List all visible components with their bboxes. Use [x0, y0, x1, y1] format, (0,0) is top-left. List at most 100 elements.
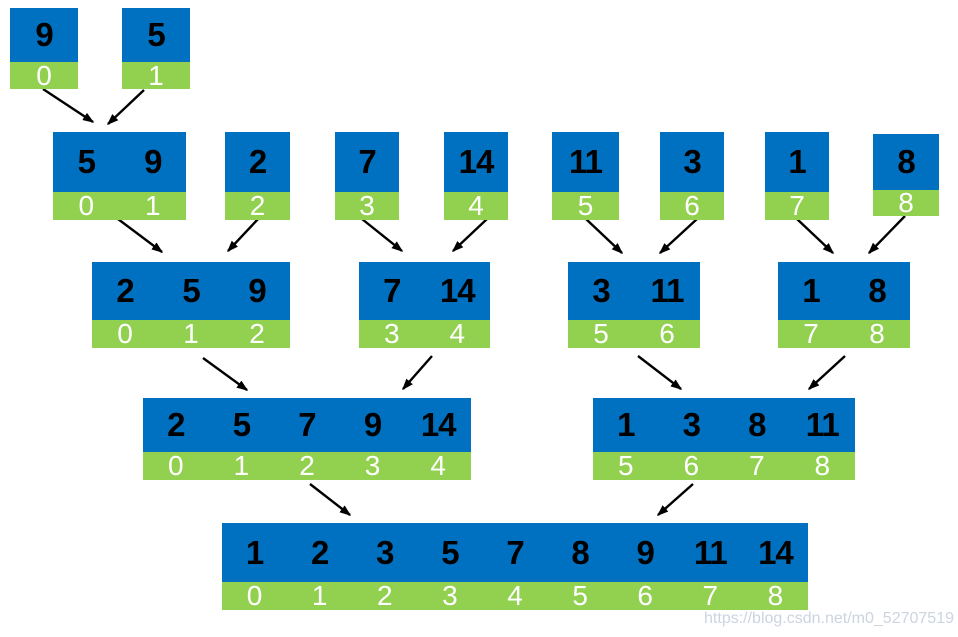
- array-index-cell: 6: [684, 190, 700, 221]
- array-index-cell: 7: [702, 580, 719, 611]
- array-value-cell: 3: [682, 406, 701, 443]
- index-strip: 0: [10, 59, 78, 91]
- array-index-cell: 1: [311, 580, 328, 611]
- array-value-cell: 3: [683, 143, 701, 180]
- array-index-cell: 7: [803, 318, 819, 349]
- array-value-cell: 9: [144, 143, 162, 180]
- index-strip: 2: [225, 190, 290, 221]
- array-value-cell: 5: [441, 533, 459, 571]
- array-index-cell: 8: [898, 187, 914, 218]
- index-strip: 4: [444, 190, 508, 221]
- merge-arrow-9: [867, 215, 906, 255]
- array-value-cell: 2: [310, 533, 329, 571]
- array-value-cell: 2: [167, 406, 185, 443]
- value-strip: 2: [225, 132, 290, 192]
- index-strip: 0 1 2: [92, 318, 290, 349]
- array-index-cell: 3: [359, 190, 375, 221]
- array-index-cell: 1: [144, 190, 161, 221]
- array-index-cell: 4: [430, 450, 446, 481]
- array-index-cell: 5: [577, 190, 594, 221]
- value-strip: 9: [10, 8, 78, 62]
- index-strip: 5: [552, 190, 619, 221]
- array-index-cell: 0: [246, 580, 263, 611]
- array-value-cell: 3: [376, 533, 394, 571]
- array-index-cell: 6: [683, 450, 700, 481]
- array-value-cell: 14: [458, 143, 495, 180]
- merge-arrow-3: [227, 218, 259, 253]
- array-value-cell: 3: [592, 272, 610, 309]
- array-index-cell: 5: [617, 450, 634, 481]
- array-index-cell: 2: [376, 580, 393, 611]
- array-value-cell: 14: [439, 272, 476, 309]
- value-strip: 14: [444, 132, 508, 192]
- value-strip: 1: [765, 132, 829, 192]
- array-index-cell: 2: [299, 450, 315, 481]
- index-strip: 8: [873, 187, 939, 218]
- array-value-cell: 7: [506, 533, 524, 571]
- array-value-cell: 11: [693, 533, 728, 571]
- merge-arrow-0: [42, 87, 95, 124]
- array-value-cell: 5: [77, 143, 96, 180]
- array-index-cell: 1: [148, 59, 164, 91]
- merge-arrow-7: [658, 218, 698, 254]
- array-index-cell: 1: [183, 318, 199, 349]
- array-value-cell: 7: [298, 406, 316, 443]
- array-index-cell: 7: [789, 190, 805, 221]
- merge-arrow-1: [106, 89, 145, 125]
- array-index-cell: 3: [364, 450, 381, 481]
- array-value-cell: 11: [569, 143, 603, 180]
- array-index-cell: 8: [869, 318, 885, 349]
- array-value-cell: 5: [147, 16, 165, 53]
- value-strip: 8: [873, 134, 939, 190]
- array-index-cell: 0: [117, 318, 133, 349]
- array-value-cell: 7: [358, 143, 376, 180]
- array-value-cell: 14: [420, 406, 457, 443]
- merge-arrow-13: [807, 355, 846, 390]
- array-index-cell: 6: [637, 580, 653, 611]
- index-strip: 7: [765, 190, 829, 221]
- array-index-cell: 2: [249, 190, 266, 221]
- array-value-cell: 8: [897, 143, 915, 180]
- array-value-cell: 5: [232, 406, 251, 443]
- watermark-text: https://blog.csdn.net/m0_52707519: [704, 610, 954, 627]
- array-value-cell: 7: [383, 272, 401, 309]
- array-value-cell: 2: [116, 272, 134, 309]
- value-strip: 5: [122, 8, 190, 62]
- array-index-cell: 0: [78, 190, 95, 221]
- array-value-cell: 5: [182, 272, 200, 309]
- array-index-cell: 0: [36, 59, 52, 91]
- array-index-cell: 6: [659, 318, 675, 349]
- merge-arrow-11: [402, 355, 433, 391]
- index-strip: 6: [660, 190, 724, 221]
- index-strip: 1: [122, 59, 190, 91]
- merge-arrow-10: [202, 357, 249, 391]
- array-index-cell: 2: [249, 318, 265, 349]
- merge-arrow-8: [796, 218, 835, 254]
- array-index-cell: 5: [572, 580, 588, 611]
- array-value-cell: 1: [802, 272, 820, 309]
